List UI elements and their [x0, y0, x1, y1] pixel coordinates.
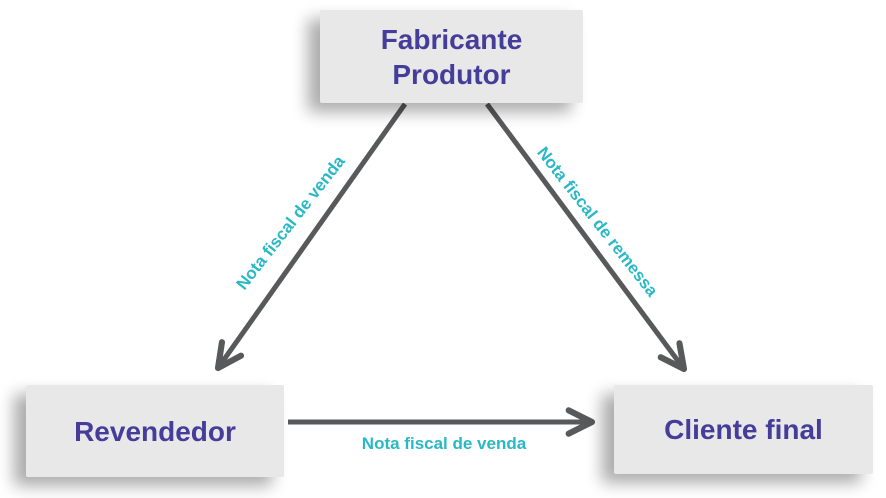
node-cliente-final: Cliente final	[614, 385, 873, 474]
node-revendedor: Revendedor	[26, 385, 284, 477]
arrow-fabricante-to-revendedor	[214, 102, 408, 372]
node-fabricante-produtor: Fabricante Produtor	[320, 10, 583, 103]
edge-label-nota-fiscal-de-venda-bottom: Nota fiscal de venda	[361, 434, 527, 453]
arrow-fabricante-to-cliente	[484, 102, 688, 373]
